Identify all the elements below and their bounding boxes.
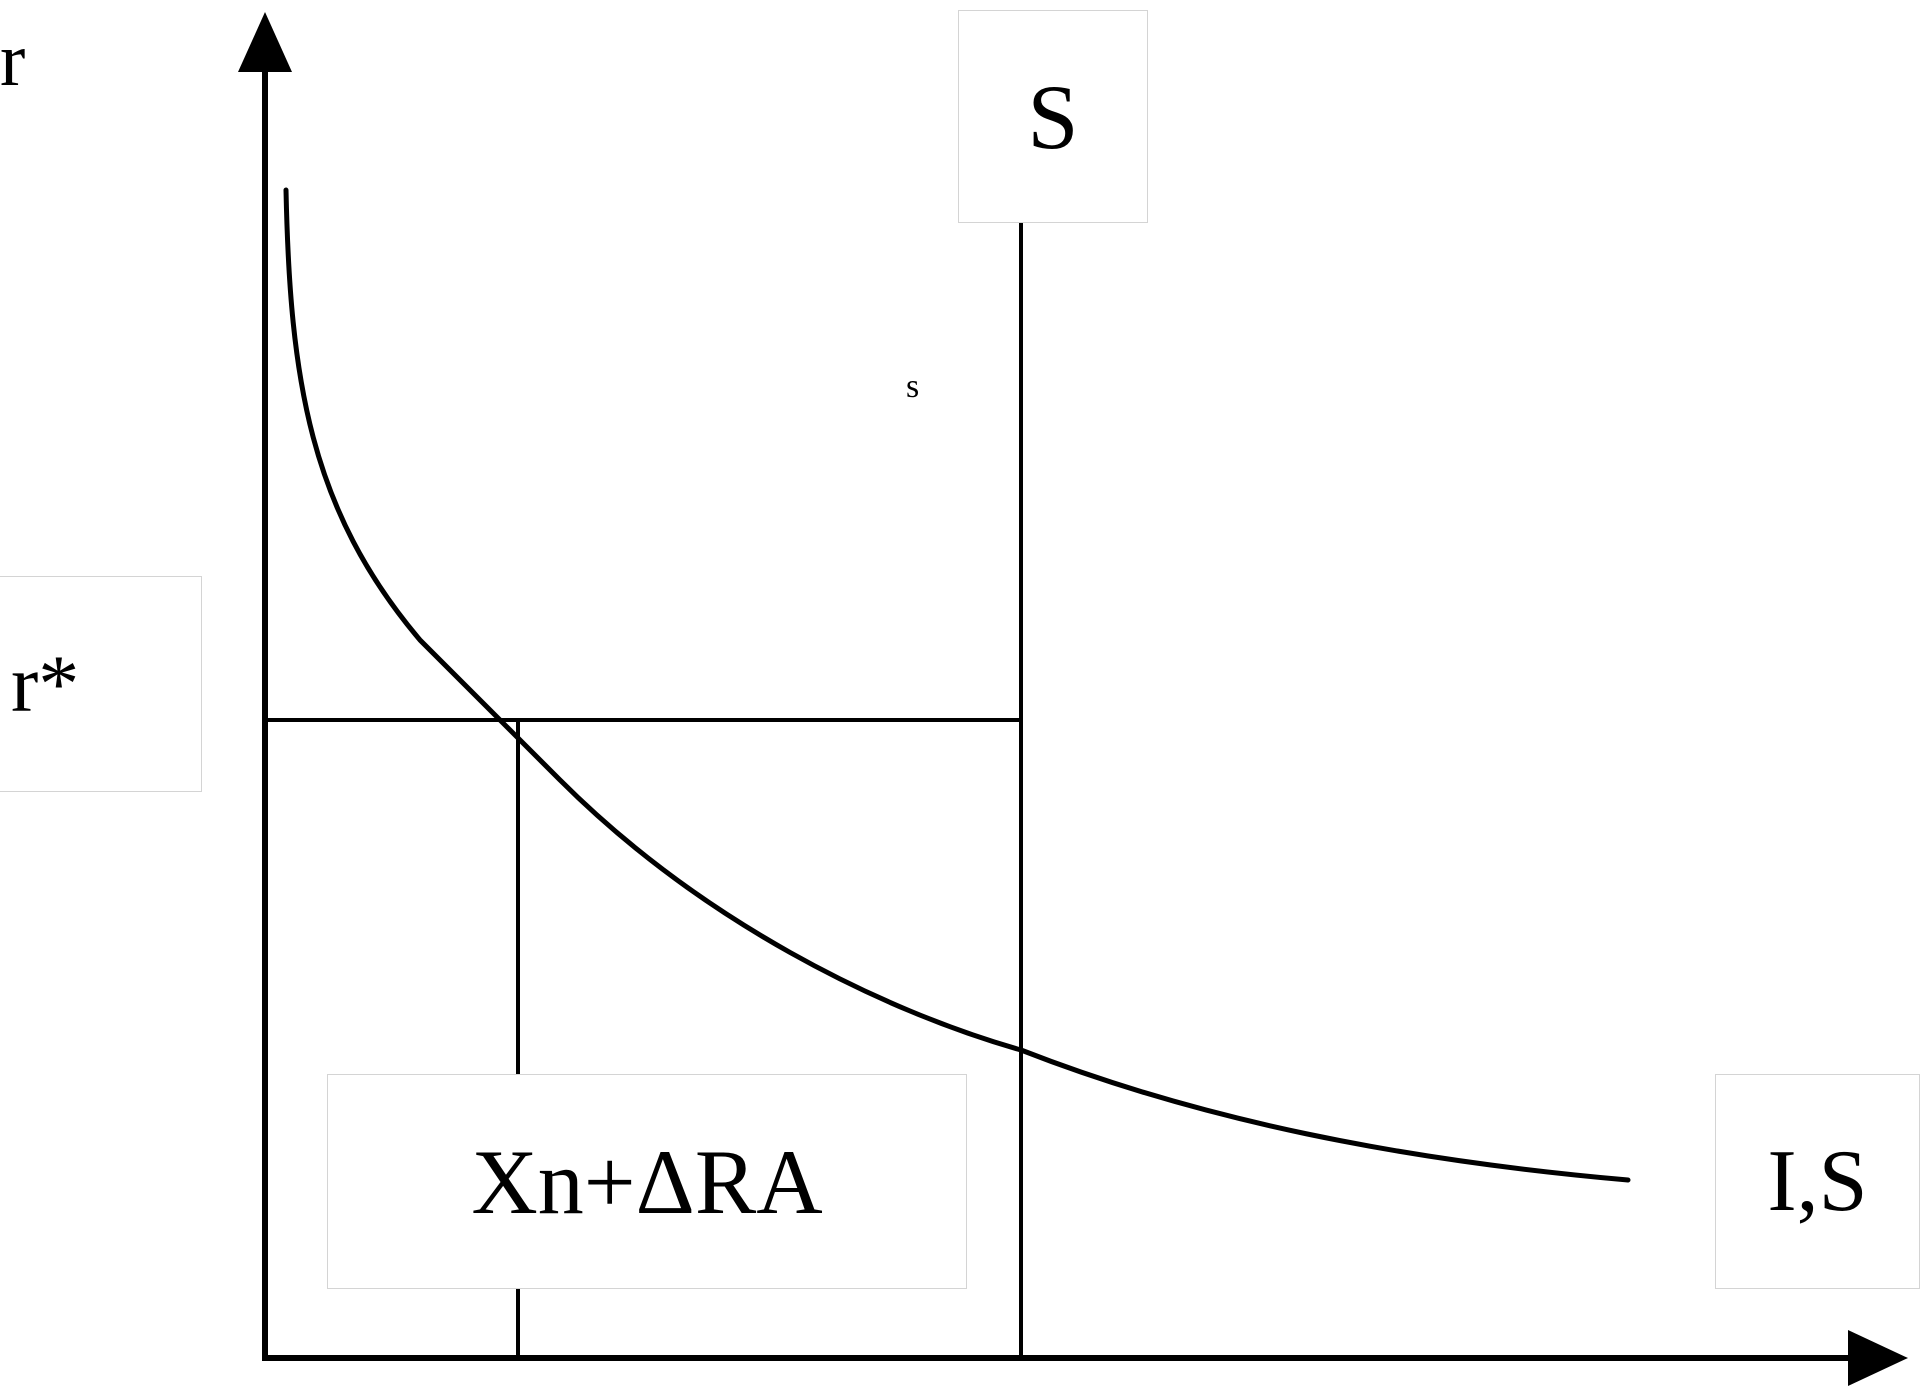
demand-curve bbox=[283, 187, 1631, 1183]
r-star-box: r* bbox=[0, 576, 202, 792]
vertical-axis-arrowhead bbox=[238, 12, 292, 72]
x-axis-label: I,S bbox=[1767, 1132, 1868, 1230]
y-axis-label: r bbox=[0, 18, 26, 102]
x-axis-label-box: I,S bbox=[1715, 1074, 1920, 1289]
small-s-label: s bbox=[906, 368, 920, 405]
s-label: S bbox=[1027, 65, 1079, 168]
curve-label-box: Xn+ΔRA bbox=[327, 1074, 967, 1289]
r-star-label: r* bbox=[11, 638, 80, 729]
s-box: S bbox=[958, 10, 1148, 223]
curve-label: Xn+ΔRA bbox=[471, 1130, 823, 1233]
horizontal-axis-arrowhead bbox=[1848, 1330, 1908, 1386]
